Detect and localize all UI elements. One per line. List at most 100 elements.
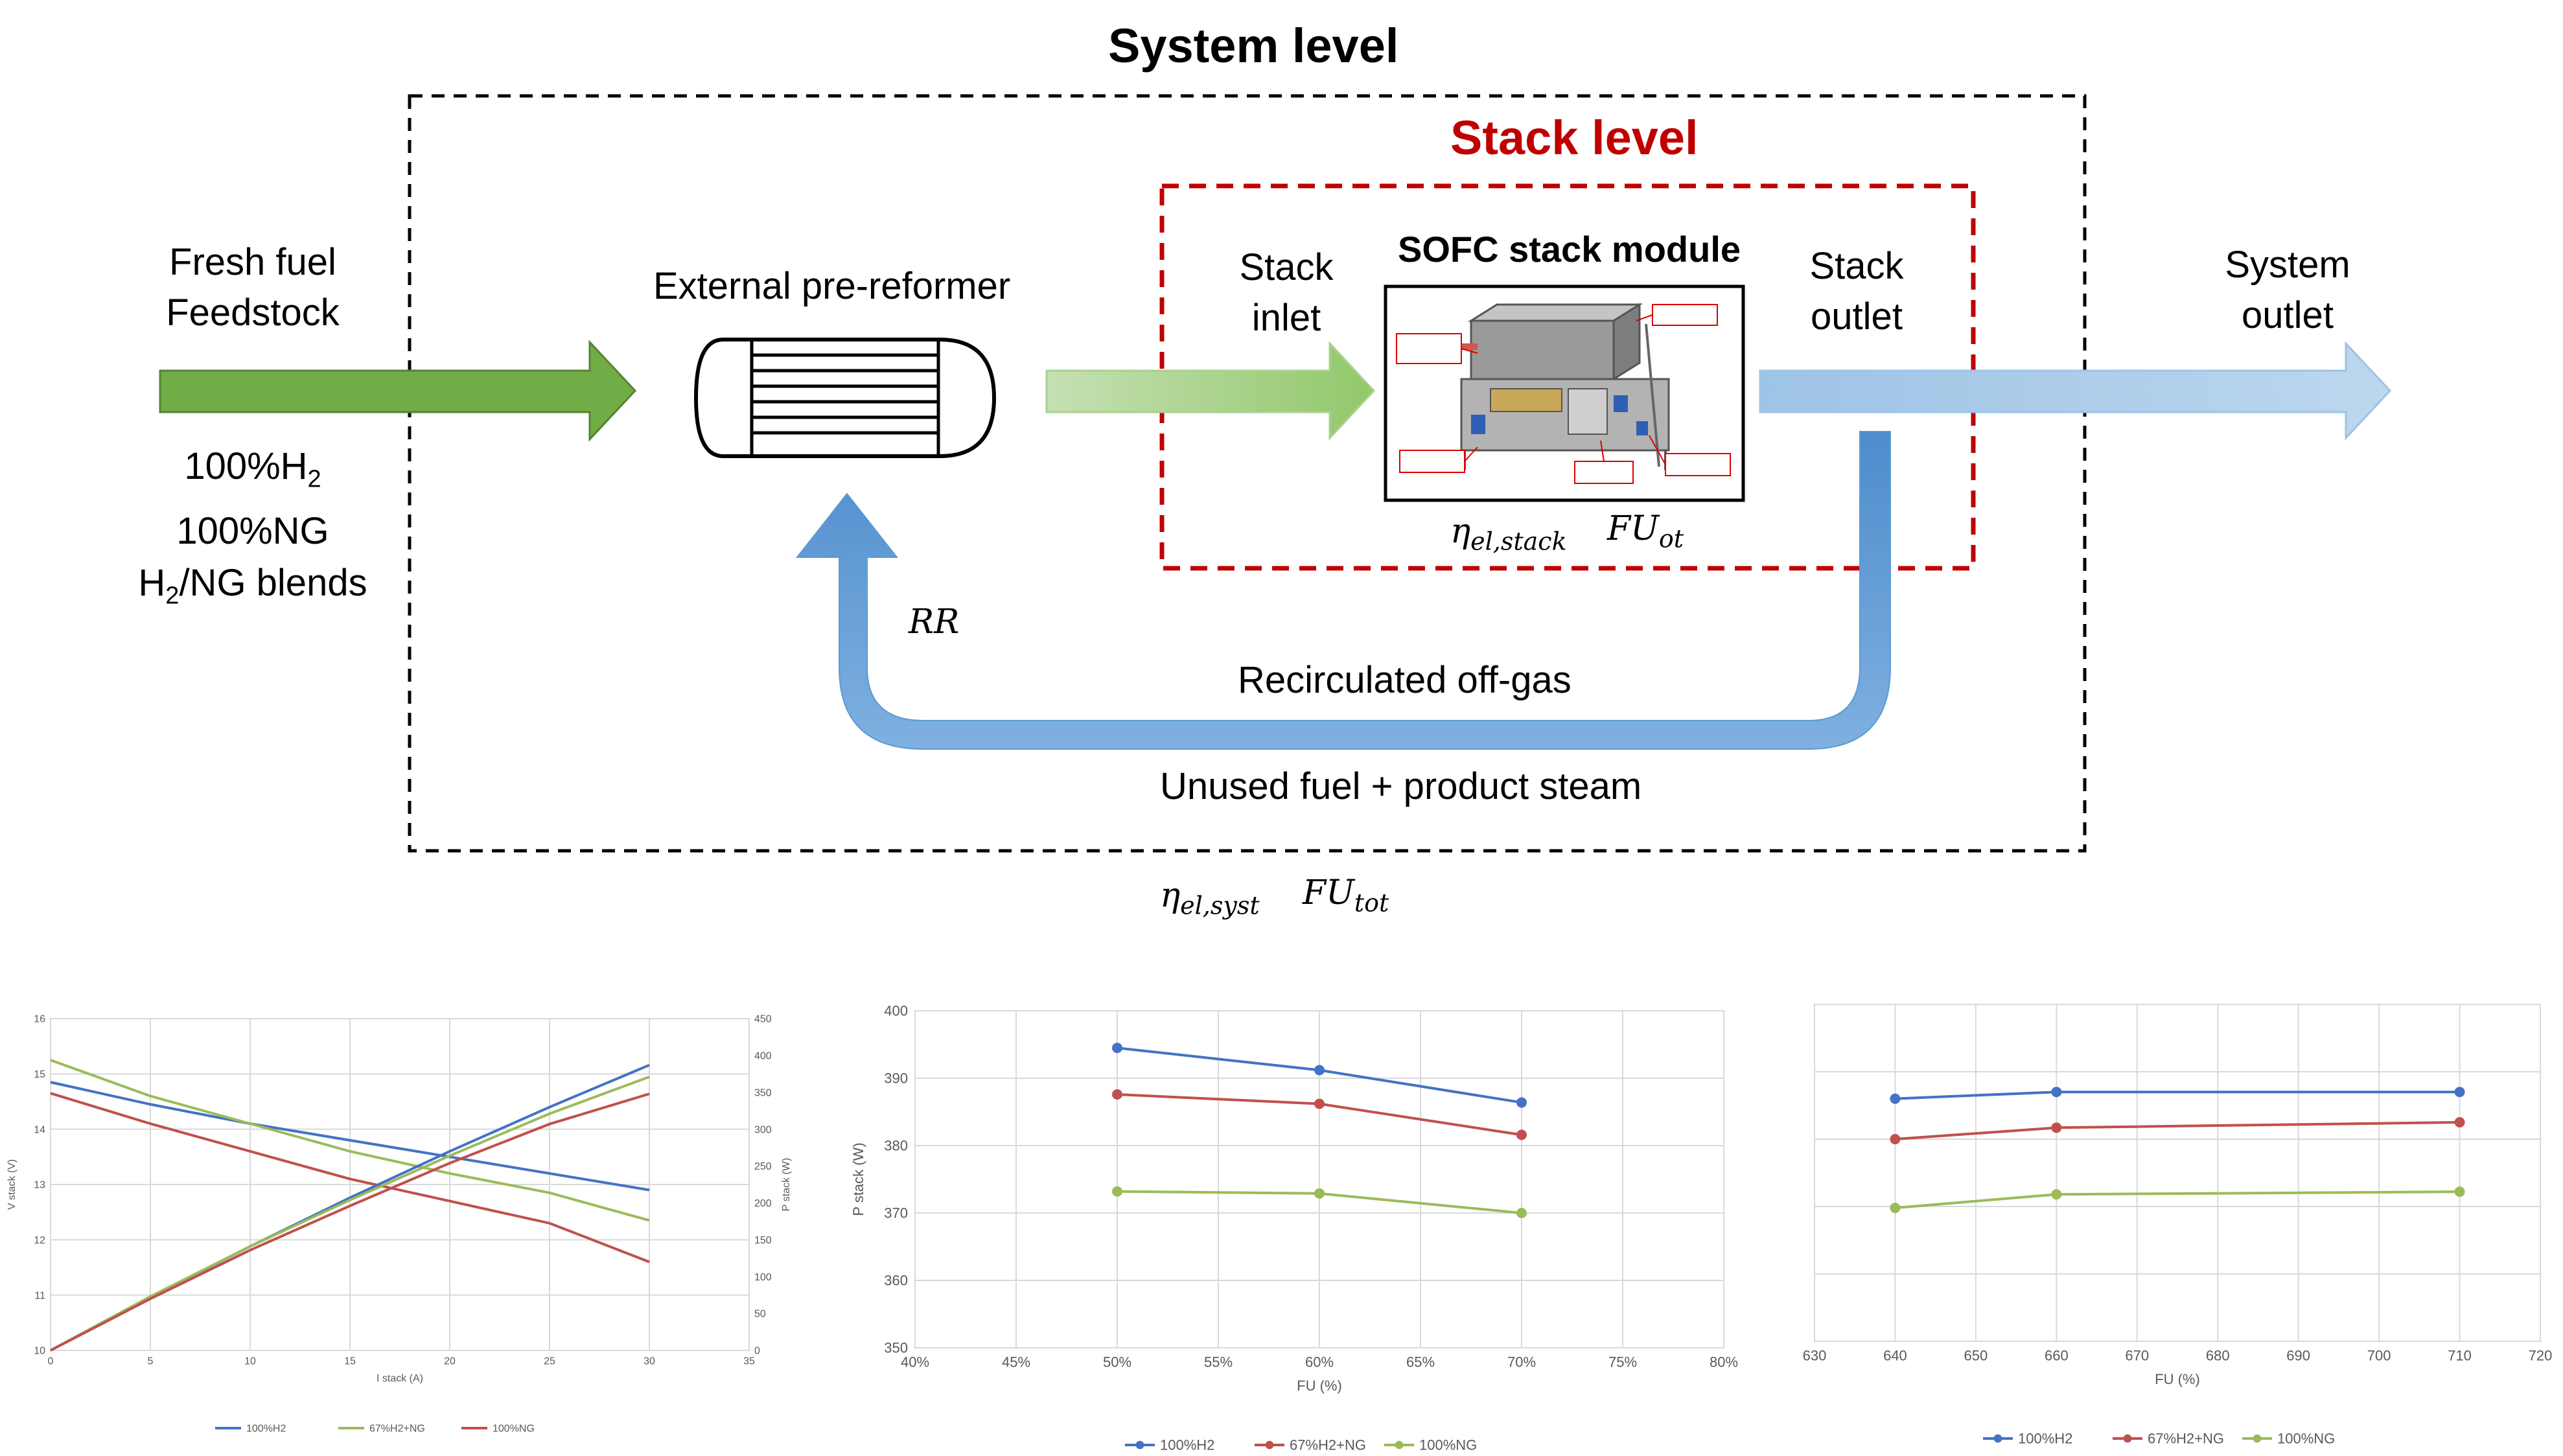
pre-reformer-icon (693, 338, 997, 458)
y2-tick-label: 350 (754, 1087, 772, 1098)
data-point (1516, 1097, 1527, 1108)
y-tick-label: 12 (34, 1235, 45, 1246)
fuel-option-ng: 100%NG (176, 509, 329, 552)
legend-label: 100%H2 (246, 1424, 286, 1435)
data-point (1890, 1134, 1901, 1144)
system-level-box (408, 94, 2087, 853)
data-point (1314, 1188, 1325, 1199)
x-tick-label: 50% (1103, 1354, 1131, 1370)
fuel-option-h2: 100%H2 (184, 445, 321, 493)
legend-marker (2253, 1434, 2262, 1443)
y-tick-label: 10 (34, 1346, 45, 1357)
x-tick-label: 700 (2367, 1348, 2391, 1364)
fresh-fuel-line2: Feedstock (166, 292, 340, 334)
unused-fuel-label: Unused fuel + product steam (1160, 765, 1642, 807)
x-tick-label: 10 (244, 1356, 256, 1367)
x-axis-label: FU (%) (1297, 1378, 1342, 1394)
legend-label: 67%H2+NG (1290, 1437, 1366, 1451)
stack-inlet-line1: Stack (1239, 246, 1334, 288)
x-tick-label: 660 (2045, 1348, 2069, 1364)
y2-tick-label: 150 (754, 1235, 772, 1246)
legend-marker (1993, 1434, 2002, 1443)
x-tick-label: 680 (2206, 1348, 2230, 1364)
data-point (2051, 1189, 2062, 1200)
fu-tot-label: FUtot (1303, 873, 1389, 918)
data-point (2051, 1122, 2062, 1133)
series-line (50, 1059, 650, 1222)
legend-label: 100%NG (2277, 1431, 2335, 1447)
y-axis-label: P stack (W) (850, 1142, 866, 1216)
y-tick-label: 390 (884, 1070, 908, 1087)
x-tick-label: 55% (1204, 1354, 1233, 1370)
y-tick-label: 400 (884, 1003, 908, 1019)
x-tick-label: 15 (344, 1356, 356, 1367)
x-tick-label: 5 (148, 1356, 154, 1367)
y2-tick-label: 0 (754, 1346, 760, 1357)
fresh-fuel-label: Fresh fuel Feedstock (143, 237, 363, 338)
recirculated-label: Recirculated off-gas (1238, 659, 1571, 701)
y2-tick-label: 100 (754, 1272, 772, 1283)
x-tick-label: 710 (2448, 1348, 2472, 1364)
data-point (1516, 1208, 1527, 1218)
module-title: SOFC stack module (1398, 229, 1741, 270)
x-tick-label: 650 (1964, 1348, 1988, 1364)
x-tick-label: 20 (444, 1356, 456, 1367)
x-tick-label: 45% (1002, 1354, 1030, 1370)
system-outlet-label: System outlet (2210, 240, 2365, 341)
x-tick-label: 60% (1305, 1354, 1334, 1370)
legend-marker (1395, 1440, 1404, 1450)
x-tick-label: 75% (1608, 1354, 1637, 1370)
x-tick-label: 25 (544, 1356, 555, 1367)
stack-inlet-arrow (1045, 341, 1376, 441)
x-axis-label: I stack (A) (377, 1373, 423, 1384)
eta-syst-label: ηel,syst (1160, 876, 1260, 920)
series-line (50, 1076, 650, 1352)
stack-outlet-line2: outlet (1811, 295, 1903, 338)
y-tick-label: 370 (884, 1205, 908, 1221)
fuel-options-label: 100%H2 100%NG H2/NG blends (117, 441, 389, 621)
y2-tick-label: 200 (754, 1198, 772, 1209)
y-tick-label: 350 (884, 1340, 908, 1356)
system-outlet-line2: outlet (2242, 294, 2334, 336)
y-axis-label: V stack (V) (6, 1159, 17, 1210)
data-point (2454, 1087, 2465, 1098)
system-level-title: System level (1108, 19, 1399, 73)
x-tick-label: 670 (2125, 1348, 2149, 1364)
y-tick-label: 14 (34, 1124, 45, 1135)
stack-outlet-label: Stack outlet (1789, 241, 1925, 342)
x-axis-label: FU (%) (2155, 1371, 2200, 1387)
y-tick-label: 360 (884, 1273, 908, 1289)
stack-outlet-line1: Stack (1809, 245, 1904, 287)
system-outlet-arrow (1759, 341, 2392, 441)
x-tick-label: 30 (644, 1356, 655, 1367)
y2-tick-label: 300 (754, 1124, 772, 1135)
prereformer-label: External pre-reformer (653, 265, 1011, 307)
rr-label: RR (909, 603, 960, 641)
data-point (2454, 1186, 2465, 1197)
x-tick-label: 65% (1406, 1354, 1435, 1370)
system-outlet-line1: System (2225, 244, 2350, 286)
y-tick-label: 11 (34, 1290, 45, 1301)
legend-label: 67%H2+NG (369, 1424, 425, 1435)
fresh-fuel-arrow (159, 340, 637, 442)
y2-tick-label: 250 (754, 1161, 772, 1172)
legend-label: 100%NG (493, 1424, 535, 1435)
stack-inlet-label: Stack inlet (1218, 242, 1354, 343)
x-tick-label: 80% (1710, 1354, 1738, 1370)
y-tick-label: 15 (34, 1069, 45, 1080)
legend-marker (1265, 1440, 1274, 1450)
data-point (1890, 1203, 1901, 1214)
series-line (50, 1092, 650, 1352)
data-point (1890, 1093, 1901, 1104)
stack-inlet-line2: inlet (1251, 297, 1321, 339)
legend-marker (2123, 1434, 2132, 1443)
data-point (1112, 1043, 1122, 1054)
y-tick-label: 16 (34, 1014, 45, 1025)
power-vs-fu-chart: 40%45%50%55%60%65%70%75%80%3503603703803… (850, 1003, 1738, 1451)
y2-tick-label: 50 (754, 1309, 766, 1320)
series-line (50, 1092, 650, 1264)
series-line (50, 1081, 650, 1192)
legend-label: 100%H2 (2018, 1431, 2072, 1447)
eta-stack-label: ηel,stack (1450, 512, 1567, 556)
